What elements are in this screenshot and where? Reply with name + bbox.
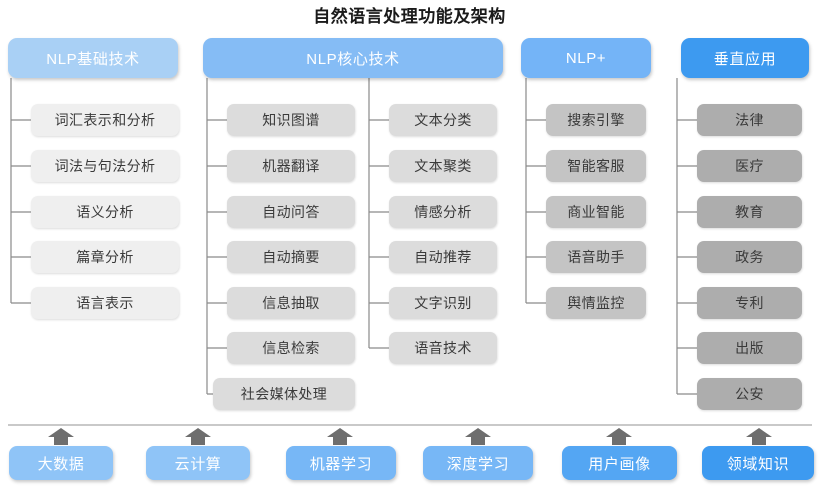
list-item[interactable]: 知识图谱: [227, 104, 355, 136]
list-item-label: 文本聚类: [414, 158, 472, 174]
list-item-label: 社会媒体处理: [240, 386, 328, 402]
list-item[interactable]: 词法与句法分析: [31, 150, 179, 182]
list-item[interactable]: 教育: [697, 196, 802, 228]
list-item[interactable]: 语义分析: [31, 196, 179, 228]
list-item-label: 搜索引擎: [567, 112, 625, 128]
list-item[interactable]: 机器翻译: [227, 150, 355, 182]
list-item-label: 医疗: [735, 158, 764, 174]
list-item[interactable]: 文本分类: [389, 104, 497, 136]
foundation-label: 用户画像: [588, 455, 651, 473]
header-label: NLP核心技术: [306, 50, 400, 68]
list-item[interactable]: 文本聚类: [389, 150, 497, 182]
list-item[interactable]: 自动问答: [227, 196, 355, 228]
foundation-label: 深度学习: [446, 455, 510, 473]
list-item-label: 信息抽取: [262, 295, 320, 311]
up-arrow-icon: [465, 428, 491, 445]
list-item-label: 自动推荐: [414, 249, 472, 265]
foundation-item-user-profile[interactable]: 用户画像: [562, 446, 677, 480]
foundation-label: 领域知识: [726, 455, 790, 473]
up-arrow-icon: [48, 428, 74, 445]
list-item[interactable]: 智能客服: [546, 150, 646, 182]
list-item[interactable]: 商业智能: [546, 196, 646, 228]
up-arrow-icon: [185, 428, 211, 445]
header-label: 垂直应用: [713, 50, 777, 68]
list-item-label: 知识图谱: [262, 112, 320, 128]
list-item[interactable]: 语音技术: [389, 332, 497, 364]
header-label: NLP+: [565, 49, 607, 67]
list-item[interactable]: 出版: [697, 332, 802, 364]
list-item-label: 语义分析: [76, 204, 134, 220]
section-divider: [8, 424, 812, 426]
list-item-label: 专利: [735, 295, 764, 311]
list-item-label: 信息检索: [262, 340, 320, 356]
foundation-item-domain-knowledge[interactable]: 领域知识: [702, 446, 814, 480]
list-item-label: 智能客服: [567, 158, 625, 174]
foundation-item-deep-learning[interactable]: 深度学习: [423, 446, 533, 480]
list-item-label: 自动问答: [262, 204, 320, 220]
list-item[interactable]: 篇章分析: [31, 241, 179, 273]
list-item-label: 政务: [735, 249, 764, 265]
foundation-item-cloud-computing[interactable]: 云计算: [146, 446, 250, 480]
foundation-label: 大数据: [37, 455, 85, 473]
header-nlp-plus[interactable]: NLP+: [521, 38, 651, 78]
list-item-label: 词法与句法分析: [54, 158, 156, 174]
header-vertical-apps[interactable]: 垂直应用: [681, 38, 809, 78]
list-item-label: 舆情监控: [567, 295, 625, 311]
list-item[interactable]: 社会媒体处理: [213, 378, 355, 410]
foundation-label: 机器学习: [309, 455, 373, 473]
list-item[interactable]: 医疗: [697, 150, 802, 182]
list-item[interactable]: 自动推荐: [389, 241, 497, 273]
list-item[interactable]: 自动摘要: [227, 241, 355, 273]
list-item[interactable]: 语言表示: [31, 287, 179, 319]
list-item[interactable]: 词汇表示和分析: [31, 104, 179, 136]
header-label: NLP基础技术: [46, 50, 140, 68]
list-item-label: 出版: [735, 340, 764, 356]
header-nlp-core[interactable]: NLP核心技术: [203, 38, 503, 78]
list-item-label: 自动摘要: [262, 249, 320, 265]
list-item-label: 语言表示: [76, 295, 134, 311]
list-item[interactable]: 公安: [697, 378, 802, 410]
list-item-label: 法律: [735, 112, 764, 128]
list-item-label: 词汇表示和分析: [54, 112, 156, 128]
list-item-label: 语音助手: [567, 249, 625, 265]
list-item[interactable]: 语音助手: [546, 241, 646, 273]
list-item[interactable]: 搜索引擎: [546, 104, 646, 136]
list-item-label: 教育: [735, 204, 764, 220]
up-arrow-icon: [327, 428, 353, 445]
list-item-label: 文字识别: [414, 295, 472, 311]
list-item[interactable]: 情感分析: [389, 196, 497, 228]
up-arrow-icon: [746, 428, 772, 445]
list-item-label: 公安: [735, 386, 764, 402]
foundation-label: 云计算: [174, 455, 222, 473]
foundation-item-machine-learning[interactable]: 机器学习: [286, 446, 396, 480]
list-item[interactable]: 信息检索: [227, 332, 355, 364]
list-item-label: 篇章分析: [76, 249, 134, 265]
list-item-label: 语音技术: [414, 340, 472, 356]
foundation-item-big-data[interactable]: 大数据: [9, 446, 113, 480]
list-item-label: 商业智能: [567, 204, 625, 220]
list-item[interactable]: 舆情监控: [546, 287, 646, 319]
list-item-label: 文本分类: [414, 112, 472, 128]
list-item[interactable]: 文字识别: [389, 287, 497, 319]
list-item-label: 情感分析: [414, 204, 472, 220]
list-item[interactable]: 专利: [697, 287, 802, 319]
list-item[interactable]: 政务: [697, 241, 802, 273]
list-item[interactable]: 法律: [697, 104, 802, 136]
page-title: 自然语言处理功能及架构: [313, 7, 506, 26]
list-item-label: 机器翻译: [262, 158, 320, 174]
up-arrow-icon: [606, 428, 632, 445]
list-item[interactable]: 信息抽取: [227, 287, 355, 319]
header-nlp-basic[interactable]: NLP基础技术: [8, 38, 178, 78]
